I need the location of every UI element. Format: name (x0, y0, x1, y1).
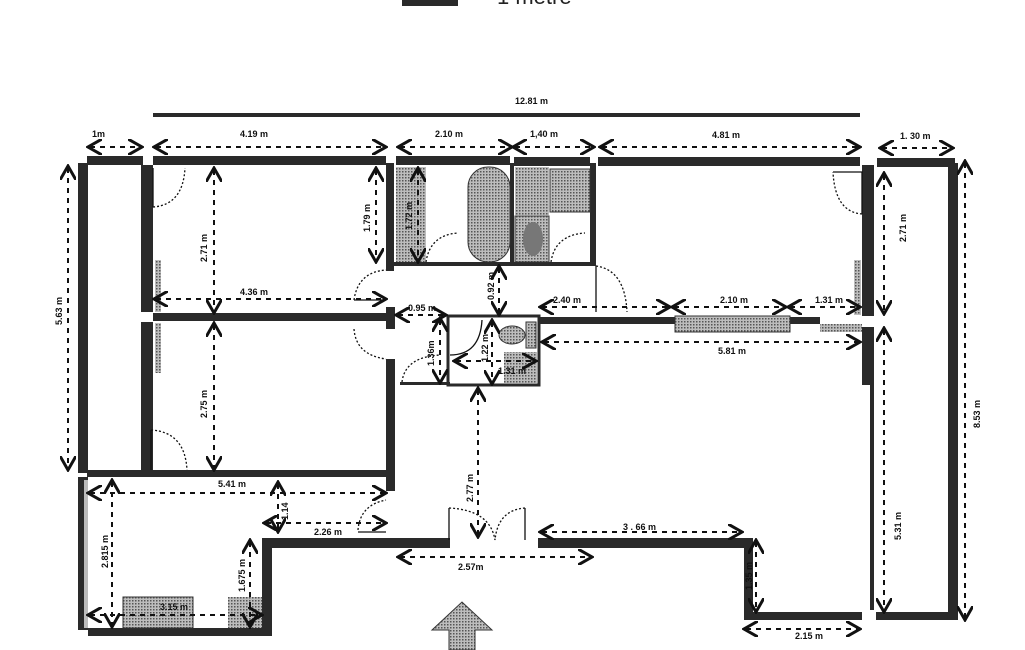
dim-kitchen-counter: 3.15 m (160, 602, 188, 612)
dim-kitchen-height: 2.815 m (100, 535, 110, 568)
dim-living-width: 5.81 m (718, 346, 746, 356)
dim-total-width: 12.81 m (515, 96, 548, 106)
toilet-tank (525, 321, 537, 349)
dim-entry-depth: 2.77 m (465, 474, 475, 502)
dim-kitchen-counter-height: 1.675 m (237, 559, 247, 592)
radiator-3 (854, 260, 861, 315)
dim-right-total: 8.53 m (972, 400, 982, 428)
dim-facade: 3 . 66 m (623, 522, 656, 532)
dim-left-height: 5.63 m (54, 297, 64, 325)
hall-storage (674, 315, 791, 333)
dim-bath-closet: 1.79 m (362, 204, 372, 232)
dim-kitchen-step-width: 2.26 m (314, 527, 342, 537)
dim-bay-depth: 1.35 m (744, 562, 754, 590)
dim-wc-width: 1.31 m (498, 366, 526, 376)
dim-bath-storage: 1.72 m (404, 202, 414, 230)
dim-top-3: 2.10 m (435, 129, 463, 139)
radiator-2 (155, 323, 161, 373)
entrance-arrow-icon (430, 601, 494, 650)
dim-top-5: 4.81 m (712, 130, 740, 140)
toilet-bowl (498, 325, 526, 345)
sink (523, 222, 543, 256)
dim-right-living: 5.31 m (893, 512, 903, 540)
dim-kitchen-width: 5.41 m (218, 479, 246, 489)
dim-storage-width: 2.10 m (720, 295, 748, 305)
dimension-lines (68, 147, 965, 629)
window-left (84, 480, 88, 628)
dim-hall-vertical: 0.92 m (486, 272, 496, 300)
dim-top-2: 4.19 m (240, 129, 268, 139)
dim-bay-width: 2.15 m (795, 631, 823, 641)
dim-top-6: 1. 30 m (900, 131, 931, 141)
scale-bar (402, 0, 458, 6)
dim-hall-width: 0.95 m (408, 303, 436, 313)
bathtub (467, 166, 511, 263)
dim-corridor-1: 2.40 m (553, 295, 581, 305)
radiator-1 (155, 260, 161, 312)
dim-bedroom2-height: 2.75 m (199, 390, 209, 418)
dim-wc-height: 1.22 m (480, 334, 490, 362)
kitchen-unit (228, 597, 262, 628)
dim-top-4: 1,40 m (530, 129, 558, 139)
scale-label: 1 mètre (497, 0, 572, 9)
dim-corridor-2: 1.31 m (815, 295, 843, 305)
shower-tray (515, 167, 549, 215)
dim-entry-width: 2.57m (458, 562, 484, 572)
dim-bedroom1-width: 4.36 m (240, 287, 268, 297)
dim-right-bedroom-height: 2.71 m (898, 214, 908, 242)
dim-top-1: 1m (92, 129, 105, 139)
dimension-labels: 1m 4.19 m 2.10 m 1,40 m 4.81 m 1. 30 m 4… (54, 129, 982, 641)
dim-bedroom1-height: 2.71 m (199, 234, 209, 262)
washing-area (549, 168, 591, 213)
dim-kitchen-step: 1.14 (280, 502, 290, 520)
total-width-line (153, 113, 860, 117)
dim-closet-height: 1.36m (426, 340, 436, 366)
storage-right (820, 324, 862, 332)
